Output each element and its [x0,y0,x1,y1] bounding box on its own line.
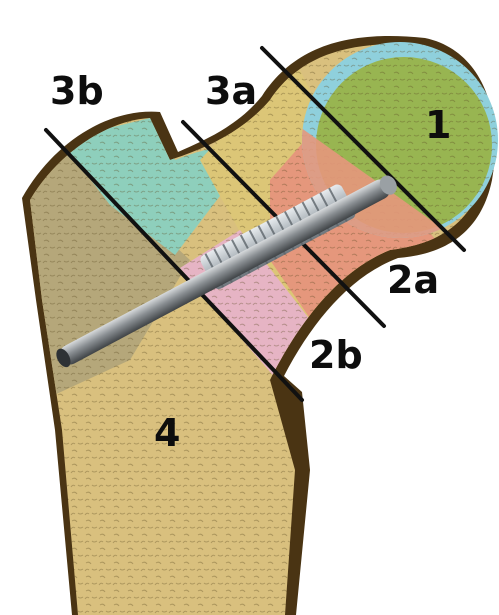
label-zone-2b: 2b [309,333,363,377]
label-zone-2a: 2a [387,258,439,302]
label-zone-1: 1 [425,103,451,147]
label-zone-3a: 3a [205,69,257,113]
label-zone-4: 4 [154,411,180,455]
label-zone-3b: 3b [50,69,104,113]
